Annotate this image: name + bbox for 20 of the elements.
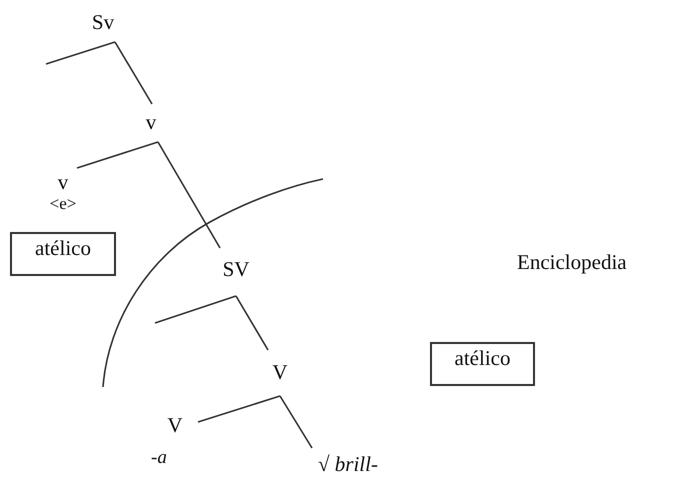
tree-node-label: Sv (90, 10, 116, 34)
boxed-label: atélico (10, 232, 116, 276)
affix-label: -a (151, 447, 167, 469)
tree-node-label: v (56, 170, 70, 194)
tree-branch (198, 395, 280, 423)
tree-node-label: √ brill- (317, 452, 379, 476)
tree-branch (46, 41, 116, 65)
tree-branch (279, 396, 313, 448)
tree-node-label: v (144, 110, 158, 134)
tree-branch (76, 141, 158, 169)
domain-label: Enciclopedia (517, 250, 627, 275)
tree-branch (235, 296, 269, 350)
tree-branch (154, 295, 236, 324)
feature-label: <e> (48, 194, 78, 214)
tree-node-label: SV (222, 257, 250, 281)
boxed-label: atélico (430, 342, 535, 386)
tree-branch (157, 142, 221, 248)
tree-branch (114, 42, 153, 104)
tree-node-label: V (166, 413, 184, 437)
tree-node-label: V (271, 360, 289, 384)
